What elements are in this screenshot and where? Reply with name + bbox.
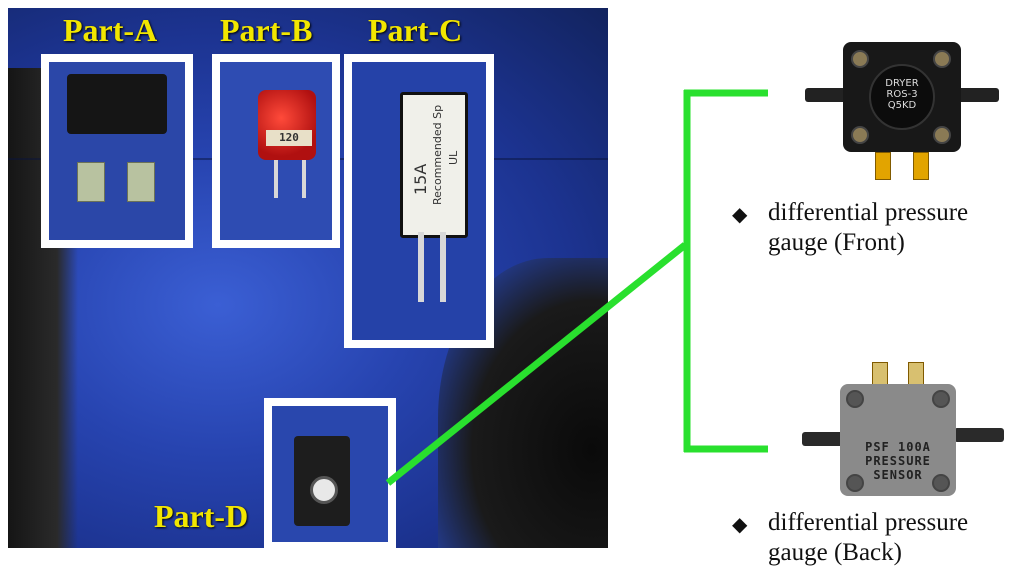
gauge-front-image: DRYER ROS-3 Q5KD bbox=[805, 40, 1005, 190]
label-line: PRESSURE bbox=[865, 454, 931, 468]
face-text: Q5KD bbox=[887, 100, 917, 111]
face-text: ROS-3 bbox=[886, 89, 918, 100]
part-a-box bbox=[41, 54, 193, 248]
circuit-breaker: 15A Recommended Sp UL bbox=[400, 92, 468, 238]
relay-pin bbox=[274, 160, 278, 198]
equipment-photo: 120 15A Recommended Sp UL Part-A Part-B … bbox=[8, 8, 608, 548]
caption-line: differential pressure bbox=[768, 509, 969, 536]
gauge-back-label: PSF 100A PRESSURE SENSOR bbox=[852, 440, 944, 482]
part-d-box bbox=[264, 398, 396, 548]
screw bbox=[846, 474, 864, 492]
bullet-icon: ◆ bbox=[732, 204, 748, 226]
gauge-port-left bbox=[805, 88, 851, 102]
breaker-pin bbox=[440, 232, 446, 302]
gauge-back-caption: differential pressure gauge (Back) bbox=[768, 508, 968, 568]
screw bbox=[933, 126, 951, 144]
screw bbox=[846, 390, 864, 408]
breaker-pin bbox=[418, 232, 424, 302]
rocker-switch bbox=[67, 74, 167, 134]
caption-line: gauge (Back) bbox=[768, 539, 902, 566]
screw bbox=[851, 126, 869, 144]
screw bbox=[851, 50, 869, 68]
bullet-icon: ◆ bbox=[732, 514, 748, 536]
relay-pin bbox=[302, 160, 306, 198]
part-d-label: Part-D bbox=[154, 498, 249, 534]
gauge-port-right bbox=[954, 428, 1004, 442]
relay-band-label: 120 bbox=[266, 130, 312, 146]
caption-line: differential pressure bbox=[768, 199, 969, 226]
label-line: PSF 100A bbox=[865, 440, 931, 454]
part-b-box: 120 bbox=[212, 54, 340, 248]
gauge-face: DRYER ROS-3 Q5KD bbox=[869, 64, 935, 130]
switch-terminal bbox=[77, 162, 105, 202]
red-relay bbox=[258, 90, 316, 160]
caption-line: gauge (Front) bbox=[768, 229, 905, 256]
part-c-label: Part-C bbox=[368, 12, 463, 48]
face-text: DRYER bbox=[885, 78, 919, 89]
gauge-terminal bbox=[913, 152, 929, 180]
screw bbox=[932, 390, 950, 408]
screw bbox=[932, 474, 950, 492]
sensor-nozzle bbox=[310, 476, 338, 504]
gauge-port-left bbox=[802, 432, 848, 446]
gauge-port-right bbox=[953, 88, 999, 102]
connector-diagonal bbox=[385, 242, 688, 486]
part-a-label: Part-A bbox=[63, 12, 158, 48]
gauge-front-caption: differential pressure gauge (Front) bbox=[768, 198, 968, 258]
part-c-box: 15A Recommended Sp UL bbox=[344, 54, 494, 348]
label-line: SENSOR bbox=[873, 468, 923, 482]
gauge-back-image: PSF 100A PRESSURE SENSOR bbox=[802, 362, 1007, 502]
switch-terminal bbox=[127, 162, 155, 202]
gauge-terminal bbox=[875, 152, 891, 180]
screw bbox=[933, 50, 951, 68]
part-b-label: Part-B bbox=[220, 12, 313, 48]
